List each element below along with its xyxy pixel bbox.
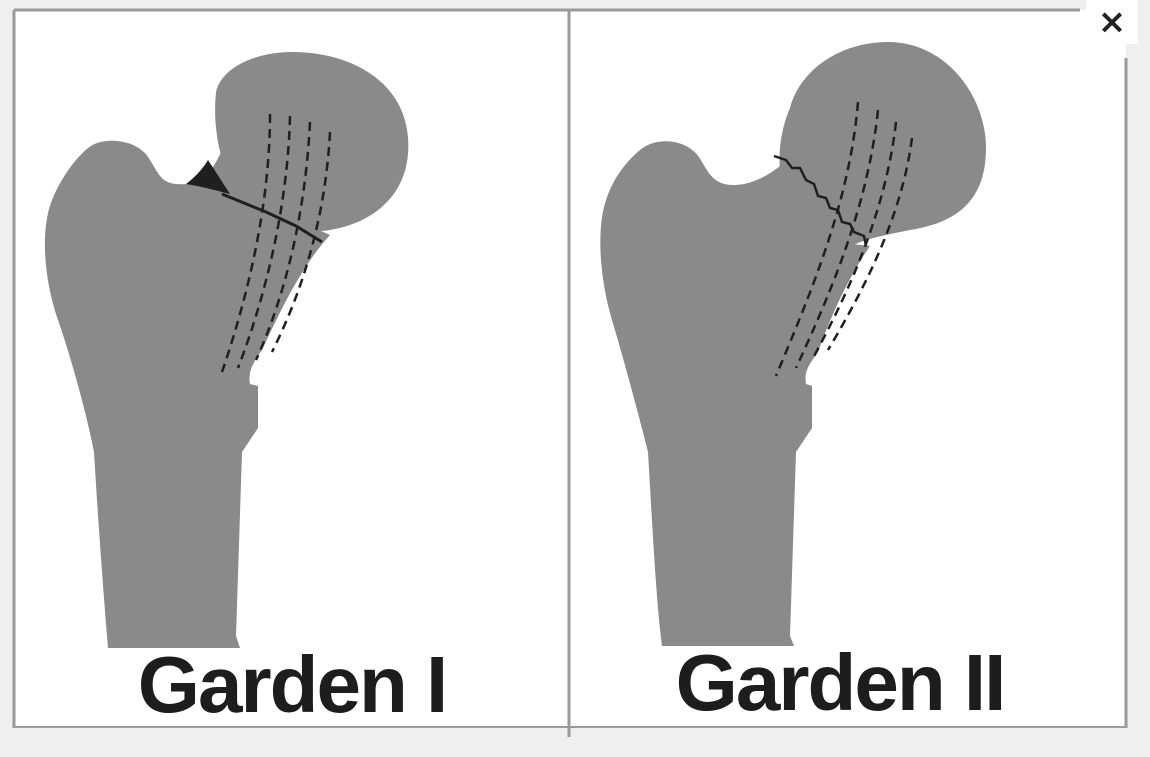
garden-2-label: Garden II: [676, 638, 1005, 727]
garden-1-label: Garden I: [138, 640, 447, 729]
close-icon[interactable]: ×: [1086, 0, 1138, 44]
